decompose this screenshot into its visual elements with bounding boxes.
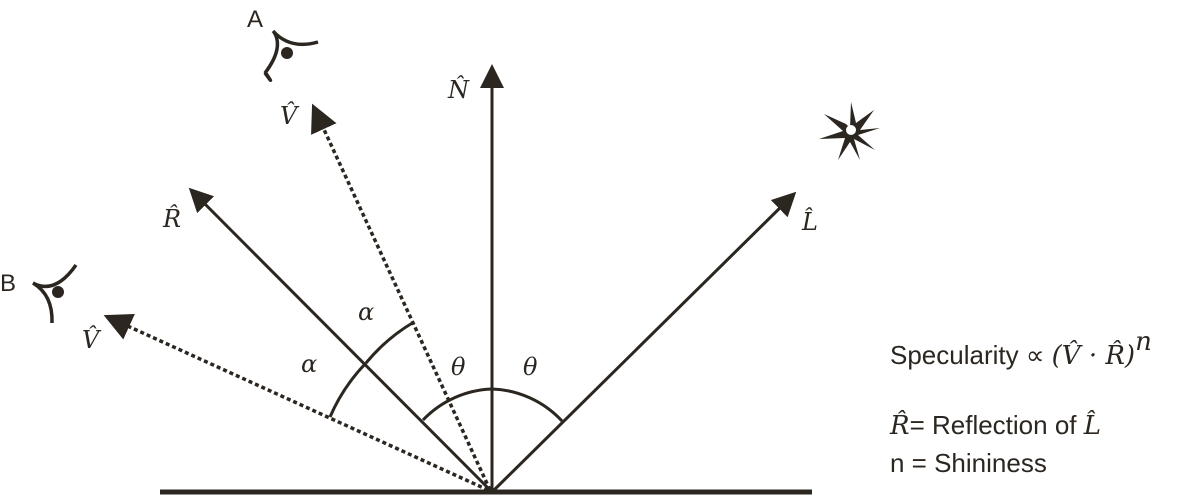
reflection-arrow bbox=[188, 187, 494, 494]
view-a-label: V̂ bbox=[280, 102, 300, 130]
theta-label-right: θ bbox=[523, 353, 538, 381]
view-b-label: V̂ bbox=[82, 326, 102, 354]
formula-block: Specularity ∝ (V̂ · R̂)n R̂= Reflection … bbox=[889, 327, 1152, 478]
view-a-arrow bbox=[311, 103, 492, 491]
eye-icon bbox=[32, 263, 78, 324]
alpha-arc-lower bbox=[328, 361, 368, 418]
star-burst-icon bbox=[819, 102, 880, 160]
alpha-label-upper: α bbox=[358, 298, 374, 326]
light-arrow bbox=[490, 191, 797, 494]
reflection-label: R̂ bbox=[162, 205, 181, 233]
theta-arc bbox=[421, 387, 564, 423]
viewer-b-label: B bbox=[0, 270, 16, 297]
normal-label: N̂ bbox=[447, 76, 470, 104]
reflection-definition: R̂= Reflection of L̂ bbox=[889, 410, 1101, 441]
view-b-arrow bbox=[103, 313, 489, 492]
alpha-arc-upper bbox=[364, 320, 415, 364]
alpha-label-lower: α bbox=[301, 350, 317, 378]
shininess-definition: n = Shininess bbox=[890, 448, 1047, 478]
specularity-formula: Specularity ∝ (V̂ · R̂)n bbox=[890, 327, 1152, 371]
light-label: L̂ bbox=[801, 208, 818, 236]
theta-label-left: θ bbox=[451, 353, 466, 381]
eye-icon bbox=[263, 29, 319, 82]
viewer-a-label: A bbox=[247, 6, 263, 33]
